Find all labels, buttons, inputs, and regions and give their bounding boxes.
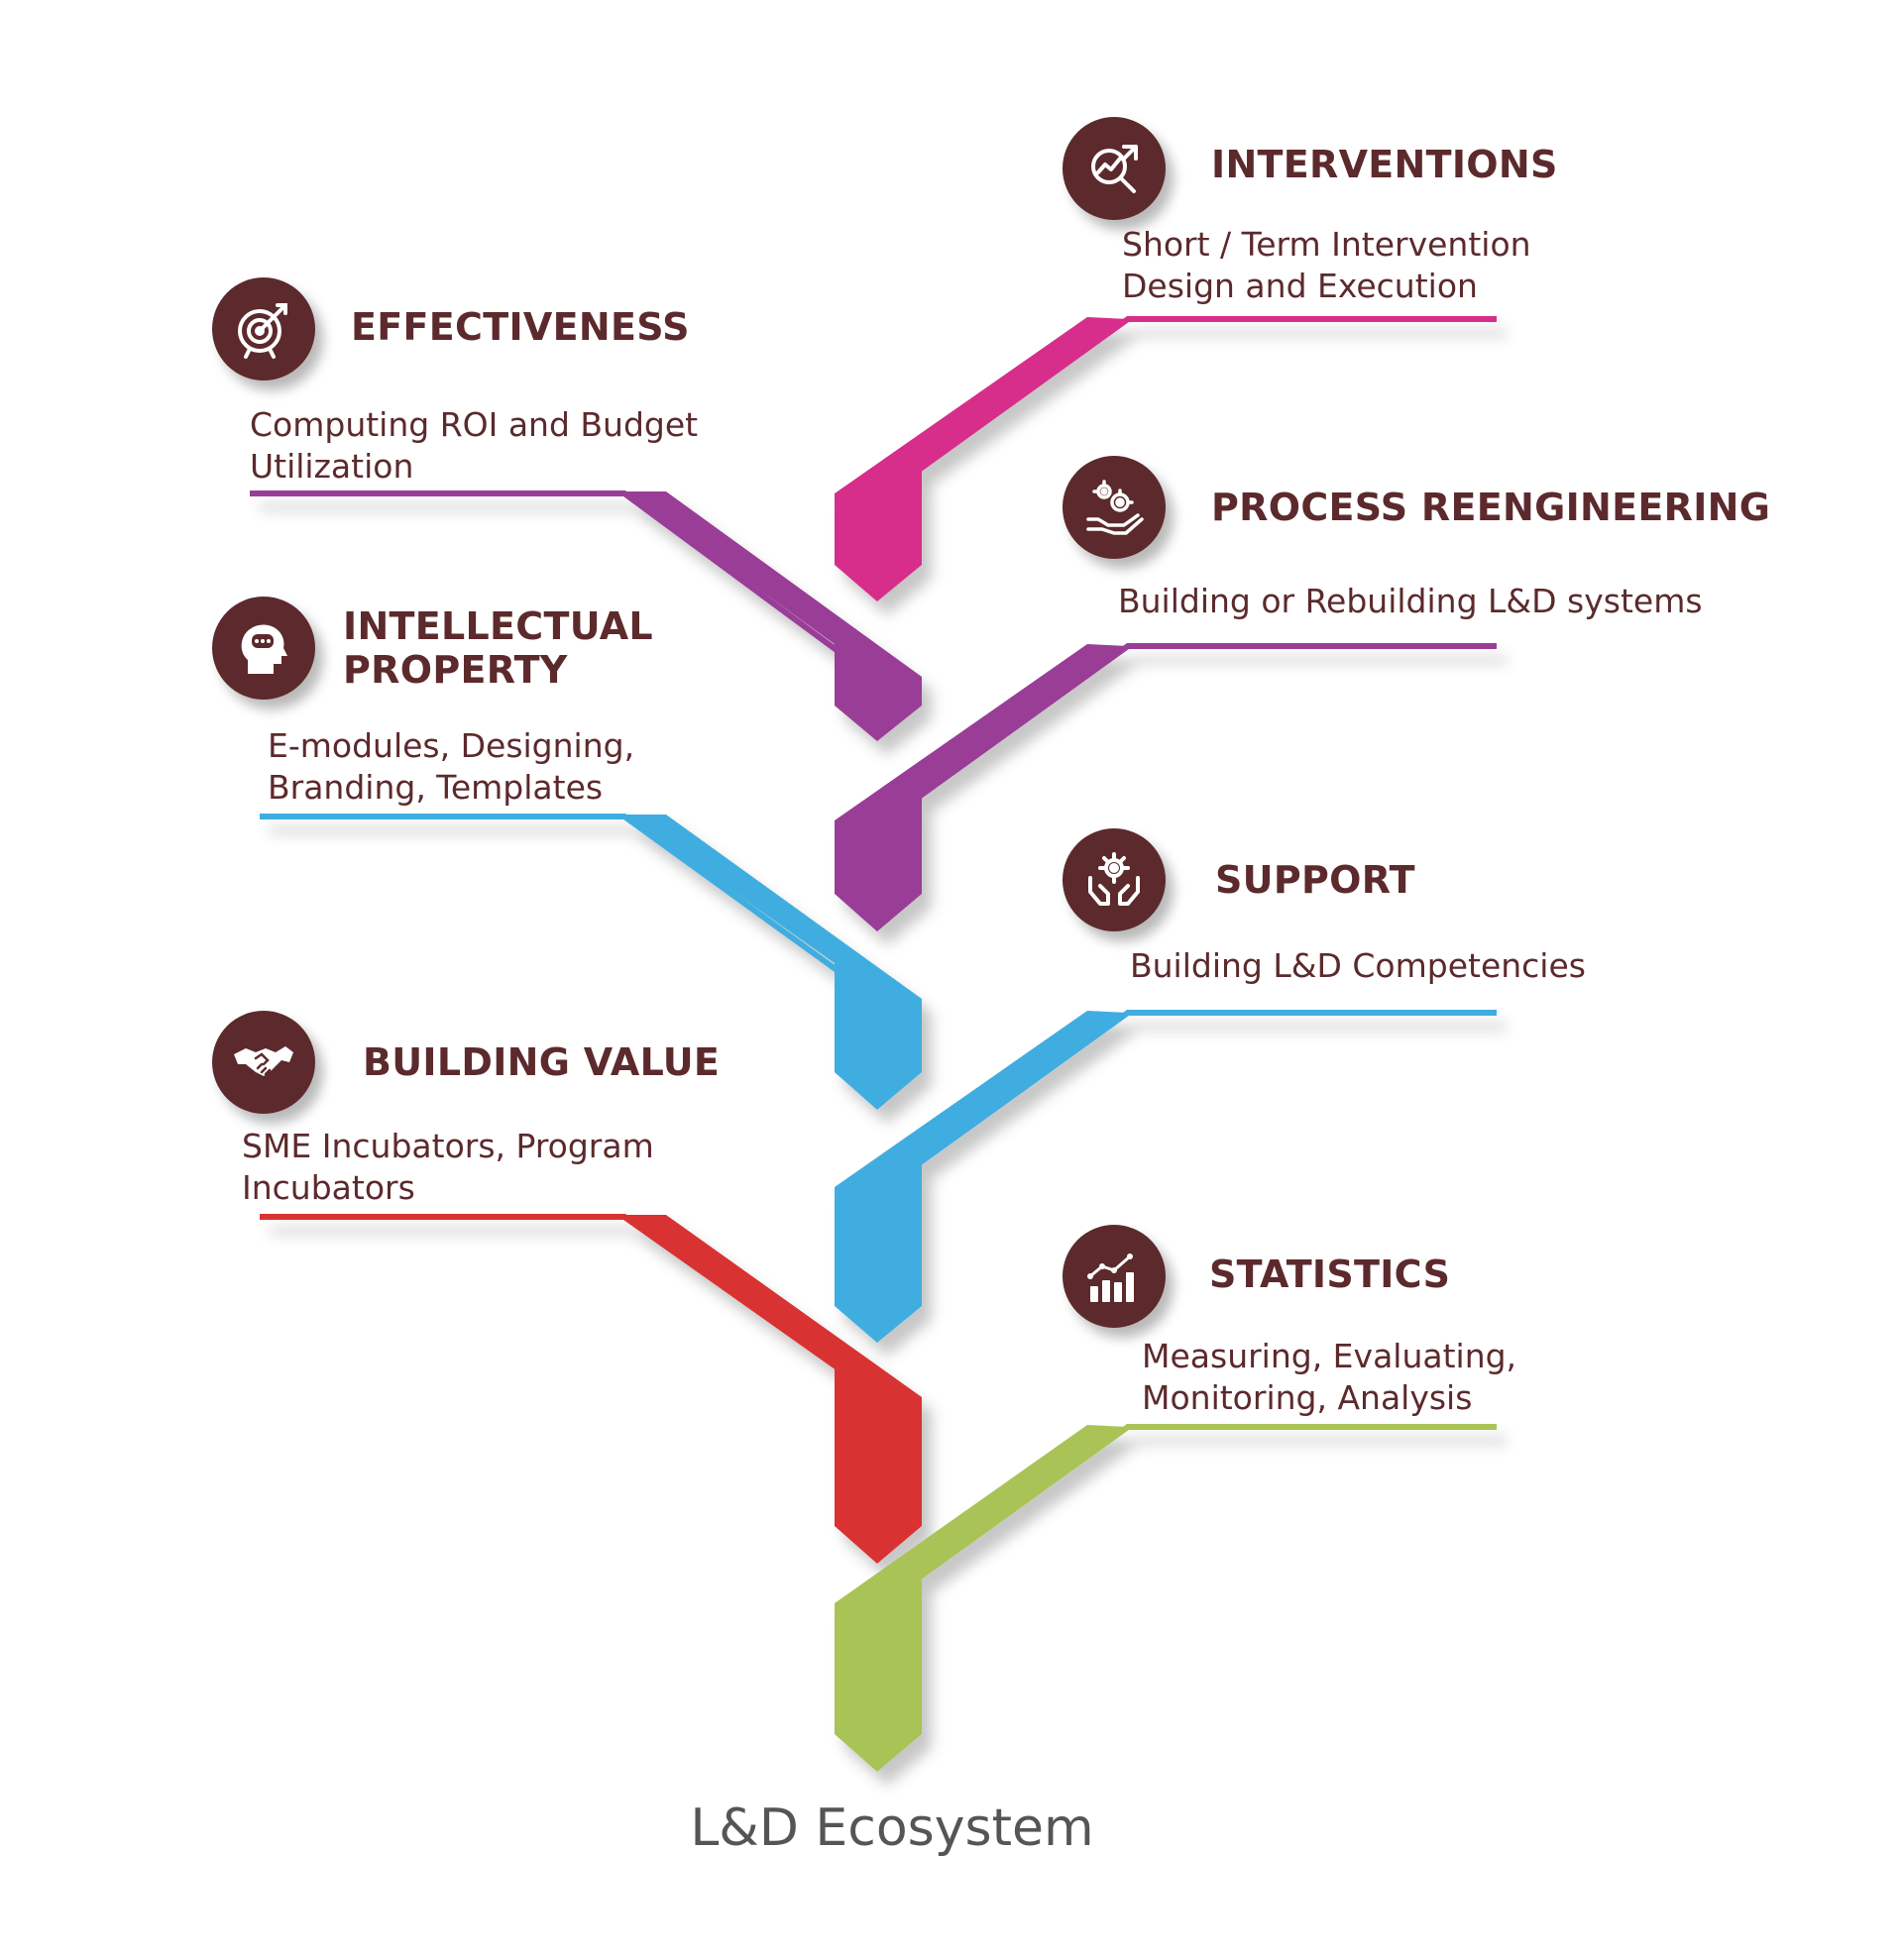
branch-intellectual-property xyxy=(260,814,922,1110)
branch-building-value-line xyxy=(260,1214,884,1402)
gear-hands-icon xyxy=(1088,852,1140,906)
branch-effectiveness-line xyxy=(250,490,884,687)
gears-hand-icon xyxy=(1086,480,1144,535)
branch-process-reengineering-stem xyxy=(835,644,1128,931)
intellectual-property-icon-badge xyxy=(212,597,315,700)
effectiveness-desc-line1: Computing ROI and Budget xyxy=(250,405,699,444)
branch-interventions-stem xyxy=(835,317,1128,601)
intellectual-property-title-line1: INTELLECTUAL xyxy=(343,604,653,648)
statistics-title: STATISTICS xyxy=(1209,1252,1451,1296)
building-value-desc-line2: Incubators xyxy=(242,1168,415,1207)
handshake-icon xyxy=(234,1046,293,1076)
effectiveness-icon-badge xyxy=(212,277,315,381)
intellectual-property-title-line2: PROPERTY xyxy=(343,648,568,692)
intellectual-property-desc-line2: Branding, Templates xyxy=(268,768,604,807)
chart-magnifier-icon xyxy=(1091,145,1138,193)
statistics-icon-badge xyxy=(1063,1225,1166,1328)
support-title: SUPPORT xyxy=(1215,858,1415,902)
branch-support xyxy=(835,1010,1497,1343)
process-reengineering-desc-line1: Building or Rebuilding L&D systems xyxy=(1118,582,1703,620)
building-value-icon-badge xyxy=(212,1011,315,1114)
branch-building-value xyxy=(260,1214,922,1564)
interventions-desc-line2: Design and Execution xyxy=(1122,267,1478,305)
statistics-desc-line2: Monitoring, Analysis xyxy=(1142,1378,1473,1417)
bar-chart-icon xyxy=(1087,1253,1134,1302)
support-icon-badge xyxy=(1063,828,1166,931)
effectiveness-title: EFFECTIVENESS xyxy=(351,305,690,349)
interventions-title: INTERVENTIONS xyxy=(1211,143,1558,186)
branch-building-value-stem xyxy=(624,1215,922,1564)
branch-process-reengineering xyxy=(835,643,1497,931)
process-reengineering-icon-badge xyxy=(1063,456,1166,559)
branch-intellectual-property-stem xyxy=(624,815,922,1110)
head-thought-icon xyxy=(241,624,287,674)
interventions-desc-line1: Short / Term Intervention xyxy=(1122,225,1531,264)
building-value-desc-line1: SME Incubators, Program xyxy=(242,1127,654,1165)
branch-effectiveness-stem xyxy=(624,491,922,741)
branch-intellectual-property-line xyxy=(260,814,884,1006)
branch-interventions xyxy=(835,316,1497,601)
diagram-title: L&D Ecosystem xyxy=(690,1798,1094,1858)
support-desc-line1: Building L&D Competencies xyxy=(1130,946,1586,985)
intellectual-property-desc-line1: E-modules, Designing, xyxy=(268,726,635,765)
statistics-desc-line1: Measuring, Evaluating, xyxy=(1142,1337,1517,1375)
branch-support-stem xyxy=(835,1011,1128,1343)
branch-effectiveness xyxy=(250,490,922,741)
building-value-title: BUILDING VALUE xyxy=(363,1040,721,1084)
branch-statistics-stem xyxy=(835,1425,1128,1772)
target-icon xyxy=(238,303,287,359)
effectiveness-desc-line2: Utilization xyxy=(250,447,414,486)
interventions-icon-badge xyxy=(1063,117,1166,220)
process-reengineering-title: PROCESS REENGINEERING xyxy=(1211,486,1771,529)
branch-statistics xyxy=(835,1424,1497,1772)
